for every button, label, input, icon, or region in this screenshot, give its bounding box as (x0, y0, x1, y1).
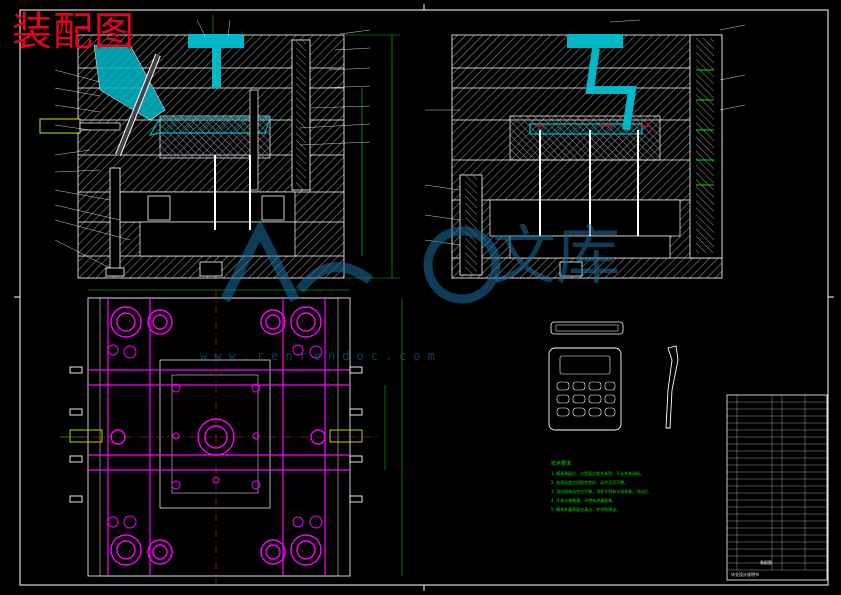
tech-item: 3. 顶出机构动作应平稳，顶杆不得有卡滞现象，顶出后， (551, 489, 653, 494)
part-views (548, 321, 679, 431)
tech-item: 1. 模具装配后，分型面应贴合紧密，不允许有溢料。 (551, 471, 645, 476)
watermark-logo (220, 218, 501, 304)
tech-item: 2. 各滑动部位应配合良好，动作灵活可靠。 (551, 480, 629, 485)
plan-view (60, 289, 403, 585)
title-block (726, 394, 828, 581)
tech-heading: 技术要求 (551, 461, 572, 467)
technical-requirements: 技术要求 1. 模具装配后，分型面应贴合紧密，不允许有溢料。 2. 各滑动部位应… (551, 460, 652, 514)
watermark-brand: 文库 (492, 220, 620, 294)
watermark-url: www.renrendoc.com (200, 349, 442, 363)
title-block-name: 装配图 (760, 560, 772, 565)
right-section-view (424, 19, 746, 279)
title-block-school: 毕业设计说明书 (731, 572, 759, 577)
drawing-title: 装配图 (12, 9, 135, 55)
tech-item: 4. 冷却水道畅通，不得有渗漏现象。 (551, 498, 617, 503)
sheet-border (14, 4, 834, 591)
left-section-view (39, 15, 400, 279)
tech-item: 5. 模具外露表面应清洁，并涂防锈油。 (551, 507, 621, 512)
